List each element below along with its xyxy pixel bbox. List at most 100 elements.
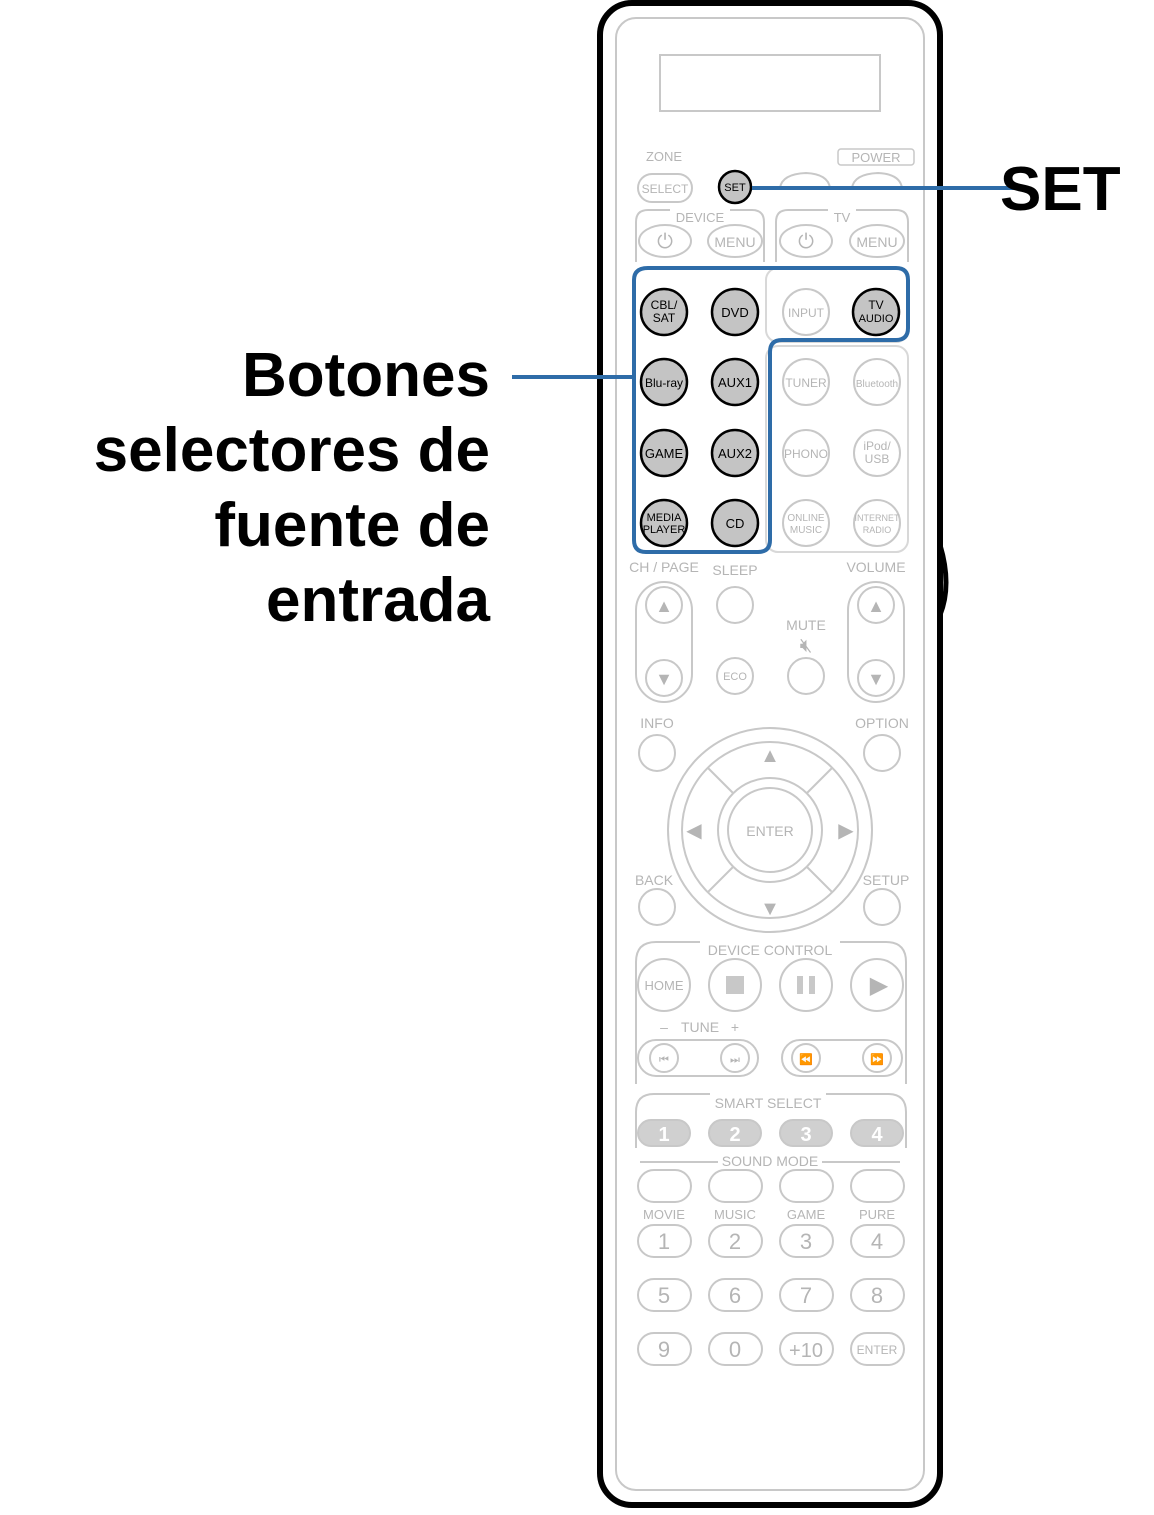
tv-power-button[interactable]: ⏻ [779, 224, 833, 258]
svg-text:6: 6 [729, 1283, 741, 1308]
svg-text:PLAYER: PLAYER [643, 524, 686, 536]
pause-button[interactable] [779, 958, 833, 1012]
back-button[interactable] [638, 888, 676, 926]
home-button[interactable] [637, 958, 691, 1012]
svg-text:SETUP: SETUP [863, 872, 910, 888]
set-callout-label: SET [1000, 155, 1121, 224]
power-icon: ⏻ [657, 231, 673, 253]
svg-text:GAME: GAME [645, 446, 684, 461]
play-button[interactable] [850, 958, 904, 1012]
svg-text:4: 4 [871, 1124, 883, 1146]
rewind-button[interactable] [791, 1043, 821, 1073]
up-arrow-icon: ▲ [655, 596, 673, 616]
svg-text:CD: CD [726, 516, 745, 531]
svg-text:8: 8 [871, 1283, 883, 1308]
svg-text:Blu-ray: Blu-ray [645, 376, 683, 390]
down-arrow-icon: ▼ [760, 898, 780, 920]
ch-page-rocker[interactable] [635, 581, 693, 703]
svg-text:2: 2 [729, 1229, 741, 1254]
enter-button[interactable] [727, 787, 813, 873]
skip-back-button[interactable] [649, 1043, 679, 1073]
numpad[interactable] [637, 1224, 905, 1366]
right-arrow-icon: ▶ [838, 820, 854, 842]
source-button-bluray[interactable]: Blu-ray [639, 357, 689, 407]
svg-text:3: 3 [800, 1229, 812, 1254]
svg-text:INPUT: INPUT [788, 306, 825, 320]
inactive-source-labels: INPUT TUNER Bluetooth PHONO iPod/USB ONL… [784, 306, 900, 536]
tv-menu-button[interactable]: MENU [849, 224, 905, 258]
stop-button[interactable] [708, 958, 762, 1012]
svg-text:MUTE: MUTE [786, 617, 826, 633]
svg-text:ECO: ECO [723, 671, 747, 683]
smart-select-buttons[interactable]: 1 2 3 4 [637, 1119, 904, 1147]
svg-text:OPTION: OPTION [855, 715, 909, 731]
device-tv-frames [635, 209, 909, 262]
svg-text:AUX2: AUX2 [718, 446, 752, 461]
device-menu-button[interactable]: MENU [707, 224, 763, 258]
svg-text:5: 5 [658, 1283, 670, 1308]
svg-text:+10: +10 [789, 1340, 823, 1362]
sleep-button[interactable] [716, 586, 754, 624]
fast-forward-icon: ⏩ [870, 1053, 884, 1066]
source-buttons-callout-label: Botones selectores de fuente de entrada [40, 338, 490, 638]
power-label: POWER [851, 150, 900, 165]
mute-icon: 🔇︎ [800, 635, 813, 657]
up-arrow-icon: ▲ [867, 596, 885, 616]
inactive-source-buttons[interactable] [782, 288, 901, 547]
svg-text:3: 3 [800, 1124, 811, 1146]
svg-text:SLEEP: SLEEP [712, 562, 757, 578]
svg-text:USB: USB [865, 452, 890, 466]
option-button[interactable] [863, 734, 901, 772]
fast-forward-button[interactable] [862, 1043, 892, 1073]
svg-text:DVD: DVD [721, 305, 748, 320]
source-button-aux1[interactable]: AUX1 [710, 357, 760, 407]
power-button-left[interactable] [779, 171, 831, 189]
nav-labels: INFO OPTION BACK SETUP [635, 715, 909, 888]
left-arrow-icon: ◀ [686, 820, 702, 842]
volume-rocker[interactable] [847, 581, 905, 703]
svg-text:CH / PAGE: CH / PAGE [629, 559, 699, 575]
source-button-game[interactable]: GAME [639, 428, 689, 478]
svg-text:ONLINE: ONLINE [787, 513, 825, 524]
eco-button[interactable] [716, 657, 754, 695]
set-button[interactable]: SET [717, 169, 753, 205]
callout-line: selectores de [93, 416, 490, 485]
source-button-cbl-sat[interactable]: CBL/ SAT [639, 287, 689, 337]
source-button-aux2[interactable]: AUX2 [710, 428, 760, 478]
power-button-right[interactable] [851, 171, 903, 189]
svg-text:TUNER: TUNER [785, 376, 827, 390]
mute-button[interactable] [787, 657, 825, 695]
play-icon: ▶ [870, 972, 889, 999]
device-power-button[interactable]: ⏻ [638, 224, 692, 258]
source-button-dvd[interactable]: DVD [710, 287, 760, 337]
skip-forward-button[interactable] [720, 1043, 750, 1073]
svg-text:DEVICE CONTROL: DEVICE CONTROL [708, 942, 833, 958]
dpad[interactable] [681, 741, 859, 919]
svg-text:–: – [660, 1019, 668, 1035]
display-window [659, 54, 881, 112]
info-button[interactable] [638, 734, 676, 772]
svg-text:2: 2 [729, 1124, 740, 1146]
skip-forward-icon: ⏭ [730, 1054, 740, 1066]
zone-label: ZONE [646, 149, 682, 164]
svg-text:SMART SELECT: SMART SELECT [715, 1095, 822, 1111]
down-arrow-icon: ▼ [655, 669, 673, 689]
svg-text:RADIO: RADIO [863, 525, 892, 535]
tv-label: TV [834, 210, 851, 225]
dpad-outer-ring [667, 727, 873, 933]
svg-text:SAT: SAT [653, 311, 676, 325]
source-button-media-player[interactable]: MEDIA PLAYER [639, 498, 689, 548]
svg-text:TV: TV [868, 298, 883, 312]
svg-text:SOUND MODE: SOUND MODE [722, 1153, 818, 1169]
setup-button[interactable] [863, 888, 901, 926]
zone-select-button[interactable]: SELECT [637, 173, 693, 203]
sound-mode-buttons[interactable] [637, 1169, 905, 1203]
svg-text:PURE: PURE [859, 1207, 895, 1222]
source-button-tv-audio[interactable]: TV AUDIO [851, 287, 901, 337]
source-button-cd[interactable]: CD [710, 498, 760, 548]
svg-text:HOME: HOME [645, 978, 684, 993]
power-icon: ⏻ [798, 231, 814, 253]
svg-text:GAME: GAME [787, 1207, 826, 1222]
